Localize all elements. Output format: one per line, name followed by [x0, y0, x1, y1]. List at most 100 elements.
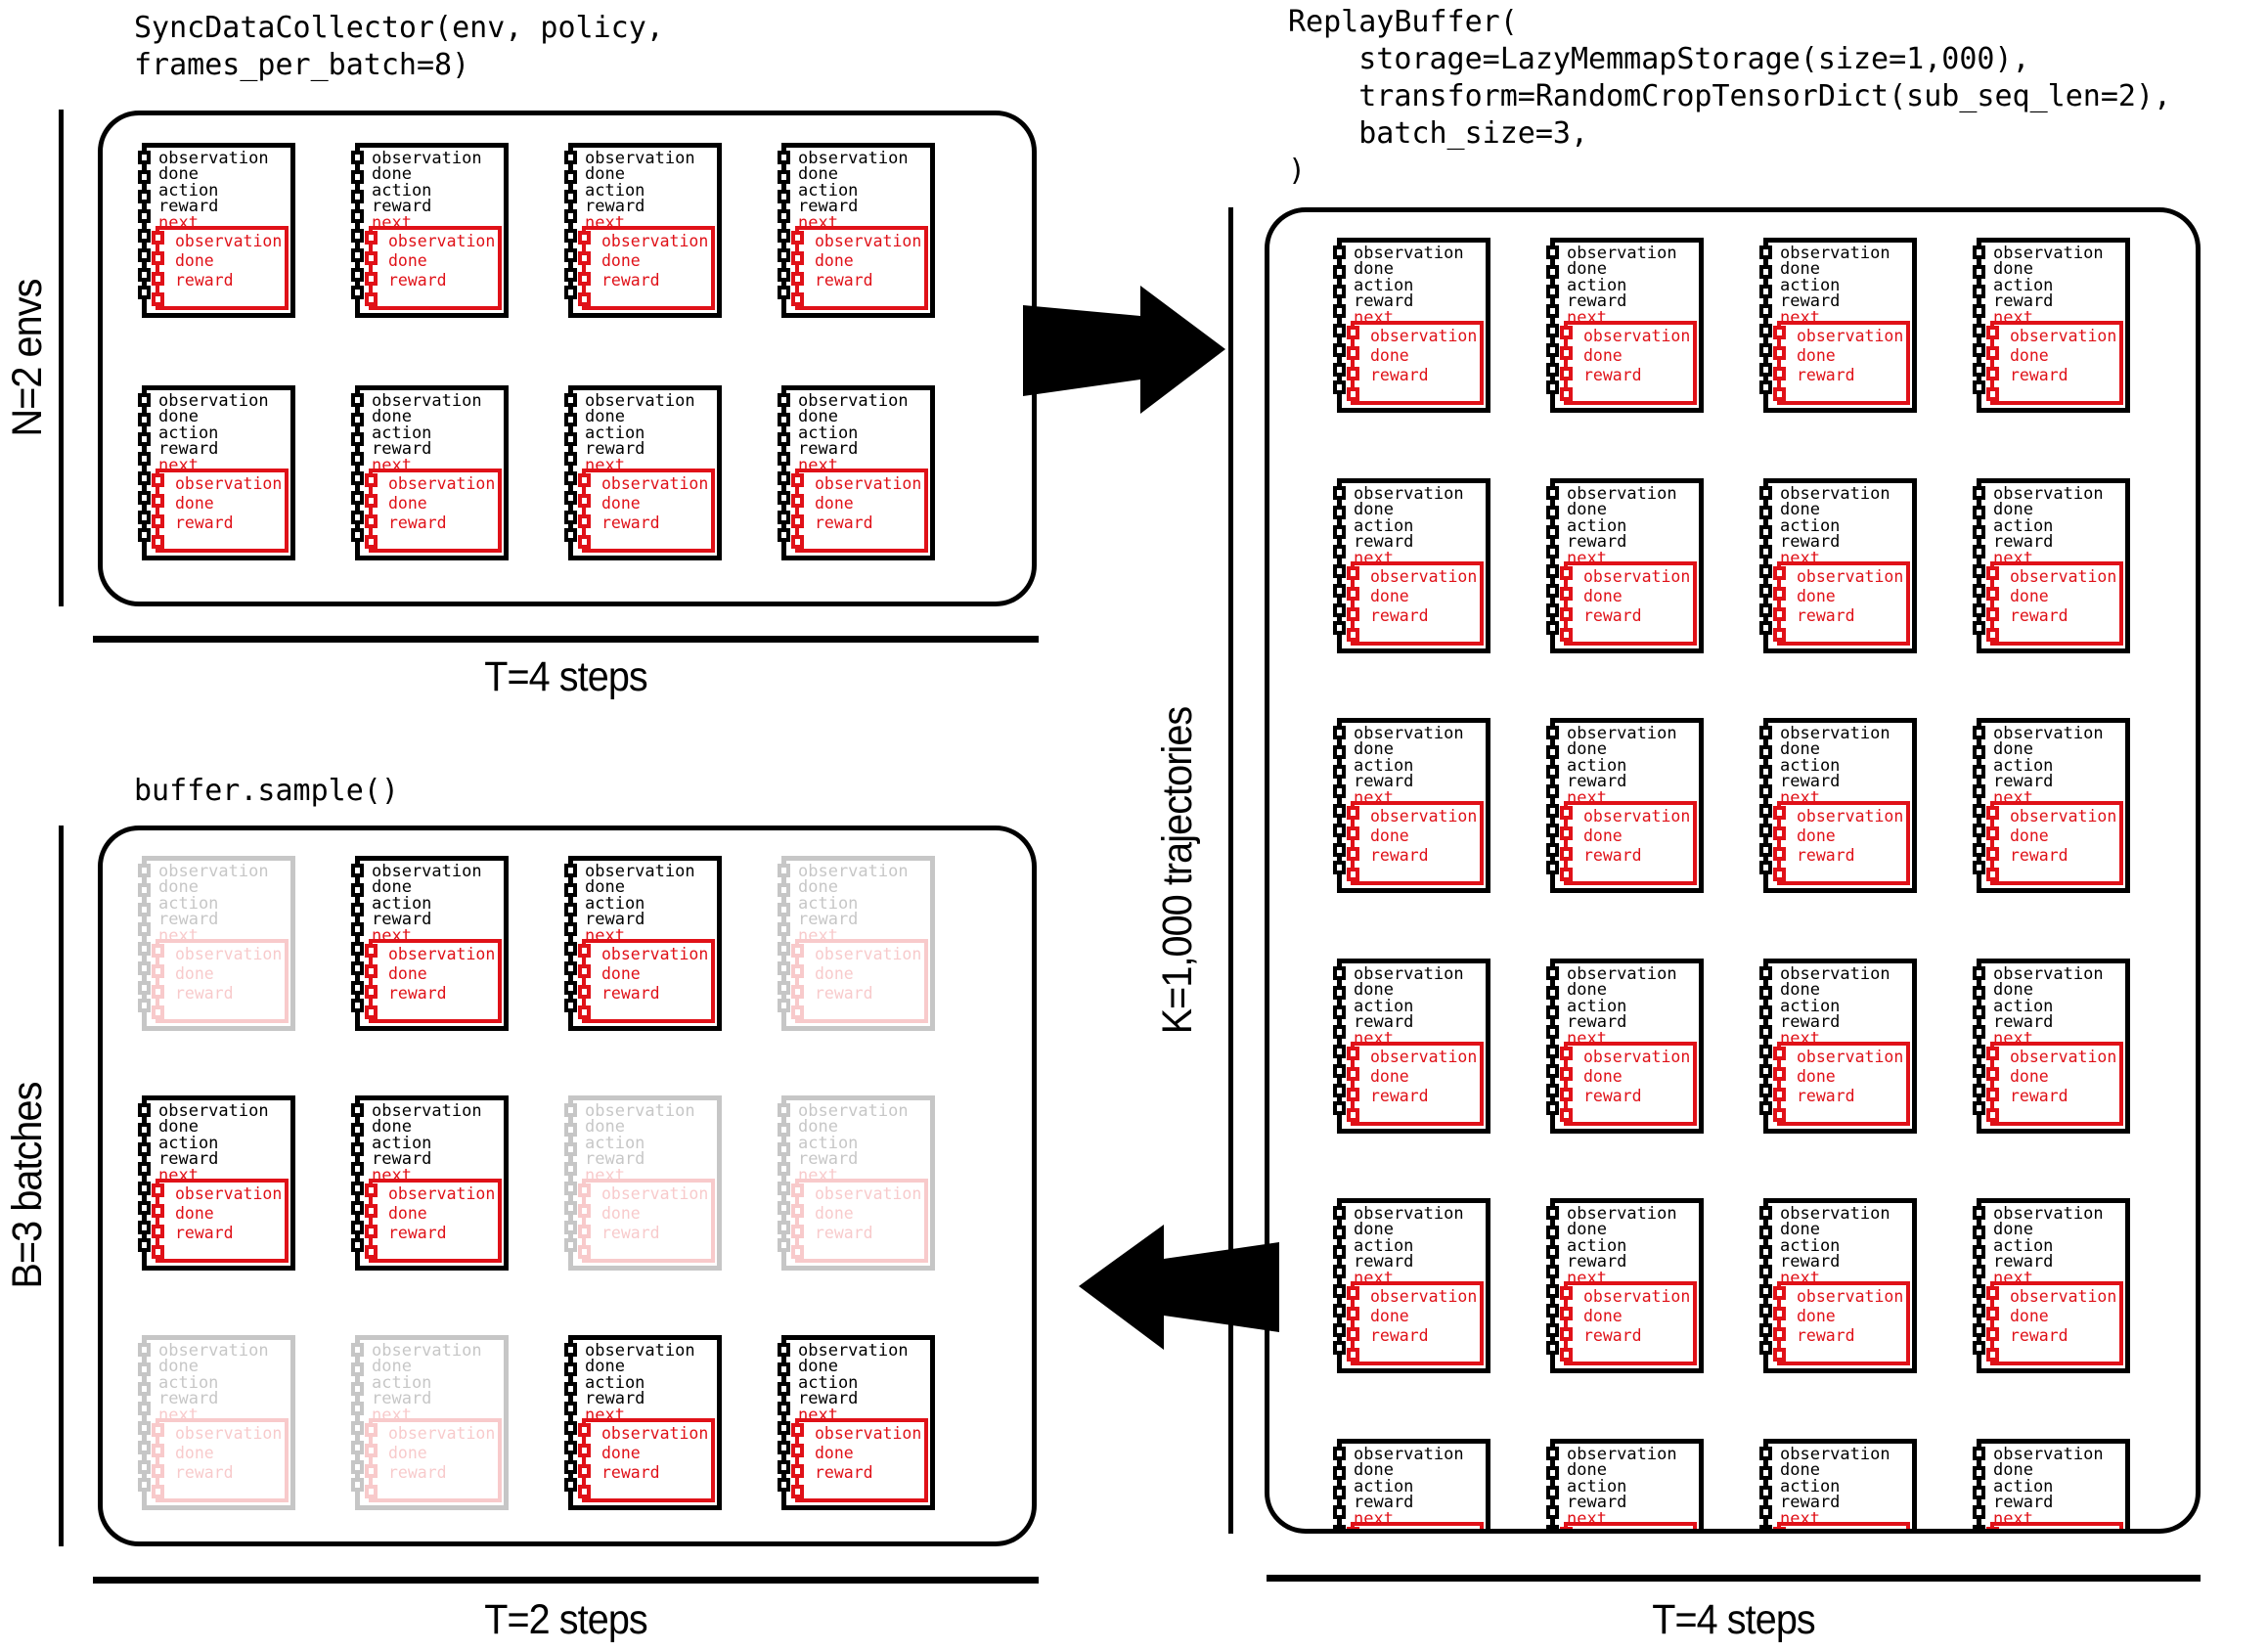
key-label: observation — [2010, 1528, 2116, 1529]
key-label: action — [1354, 996, 1414, 1016]
key-label: action — [798, 1372, 859, 1393]
binder-square-icon — [564, 151, 577, 164]
binder-square-icon — [778, 511, 790, 524]
key-label: observation — [1354, 244, 1464, 263]
binder-square-icon — [791, 272, 804, 286]
binder-square-icon — [1560, 1527, 1573, 1529]
binder-square-icon — [138, 1460, 151, 1474]
binder-square-icon — [1546, 506, 1559, 519]
binder-square-icon — [1560, 326, 1573, 339]
key-label: observation — [1993, 724, 2104, 743]
binder-square-icon — [1973, 726, 1985, 739]
binder-square-icon — [1973, 1323, 1985, 1337]
binder-square-icon — [138, 209, 151, 223]
key-label: observation — [372, 862, 482, 881]
binder-square-icon — [1986, 1348, 1999, 1362]
binder-square-icon — [152, 251, 164, 265]
binder-square-icon — [365, 231, 378, 245]
binder-square-icon — [351, 528, 364, 542]
binder-square-icon — [138, 1421, 151, 1435]
binder-square-icon — [1546, 1045, 1559, 1058]
key-label: action — [158, 893, 219, 914]
binder-square-icon — [564, 1460, 577, 1474]
key-label: done — [388, 1444, 427, 1462]
binder-square-icon — [791, 1245, 804, 1259]
binder-square-icon — [152, 1183, 164, 1197]
key-label: done — [1370, 1067, 1409, 1086]
key-label: observation — [1797, 567, 1904, 586]
binder-square-icon — [138, 1221, 151, 1234]
binder-square-icon — [1973, 1447, 1985, 1460]
key-label: observation — [175, 232, 283, 250]
key-label: observation — [798, 391, 909, 411]
binder-square-icon — [1986, 1307, 1999, 1320]
binder-square-icon — [778, 961, 790, 975]
binder-square-icon — [351, 511, 364, 524]
key-label: observation — [815, 945, 922, 963]
binder-square-icon — [1347, 607, 1359, 621]
key-label: action — [585, 423, 645, 443]
binder-square-icon — [778, 1478, 790, 1492]
key-label: reward — [1797, 606, 1855, 625]
key-label: reward — [372, 197, 432, 217]
next-key-label: next — [798, 925, 838, 946]
binder-square-icon — [1333, 621, 1346, 635]
key-label: reward — [2010, 1326, 2068, 1345]
binder-square-icon — [578, 494, 591, 508]
binder-square-icon — [1333, 1304, 1346, 1317]
binder-square-icon — [1333, 1505, 1346, 1519]
key-label: reward — [1354, 291, 1414, 312]
key-label: reward — [1583, 846, 1642, 865]
key-label: observation — [601, 232, 709, 250]
binder-square-icon — [1759, 1486, 1772, 1499]
binder-square-icon — [564, 1478, 577, 1492]
binder-square-icon — [1333, 486, 1346, 500]
collector-x-axis-line — [93, 636, 1039, 643]
key-label: reward — [798, 1149, 859, 1170]
key-label: action — [158, 1133, 219, 1153]
key-label: action — [1567, 515, 1627, 536]
key-label: reward — [1583, 606, 1642, 625]
key-label: observation — [158, 149, 269, 168]
key-label: observation — [815, 232, 922, 250]
key-label: observation — [372, 391, 482, 411]
key-label: observation — [585, 1101, 695, 1121]
binder-square-icon — [1973, 564, 1985, 578]
binder-square-icon — [1333, 285, 1346, 298]
binder-square-icon — [564, 229, 577, 243]
binder-square-icon — [1333, 1486, 1346, 1499]
key-label: observation — [1583, 327, 1691, 345]
binder-square-icon — [1759, 1304, 1772, 1317]
binder-square-icon — [1333, 966, 1346, 980]
binder-square-icon — [1333, 246, 1346, 259]
binder-square-icon — [1759, 1245, 1772, 1259]
binder-square-icon — [564, 864, 577, 877]
binder-square-icon — [1333, 363, 1346, 377]
key-label: action — [1780, 275, 1841, 295]
